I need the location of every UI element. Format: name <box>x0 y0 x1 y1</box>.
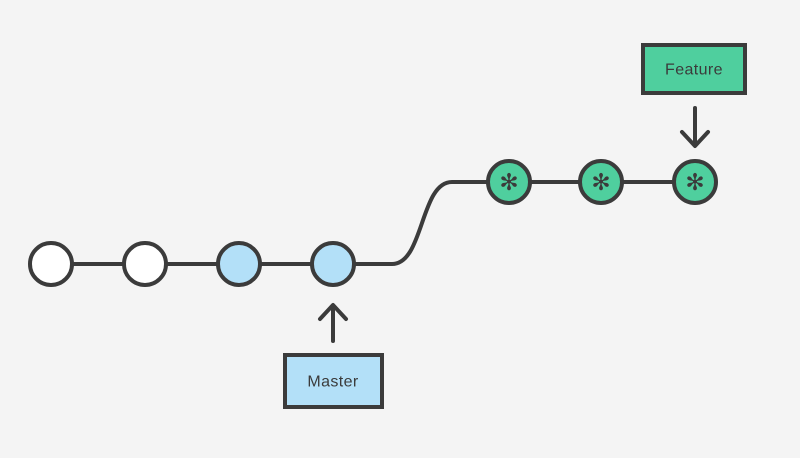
feature-branch-label[interactable]: Feature <box>641 43 747 95</box>
commit-circle <box>216 241 262 287</box>
commit-circle <box>28 241 74 287</box>
asterisk-icon: ✻ <box>499 170 518 196</box>
commit-node-c3[interactable] <box>216 241 262 287</box>
feature-pointer-arrow-down-icon <box>680 106 710 148</box>
asterisk-icon: ✻ <box>685 170 704 196</box>
feature-label-text: Feature <box>665 62 723 79</box>
commit-node-c6[interactable]: ✻ <box>578 159 624 205</box>
commit-node-c4[interactable] <box>310 241 356 287</box>
commit-circle <box>310 241 356 287</box>
commit-circle <box>672 159 718 205</box>
commit-circle <box>578 159 624 205</box>
branch-fork-curve <box>352 180 490 266</box>
master-label-text: Master <box>307 374 359 391</box>
commit-circle <box>486 159 532 205</box>
commit-circle <box>122 241 168 287</box>
master-label-box <box>283 353 384 409</box>
commit-node-c2[interactable] <box>122 241 168 287</box>
commit-node-c1[interactable] <box>28 241 74 287</box>
asterisk-icon: ✻ <box>591 170 610 196</box>
commit-node-c5[interactable]: ✻ <box>486 159 532 205</box>
commit-node-c7[interactable]: ✻ <box>672 159 718 205</box>
feature-label-box <box>641 43 747 95</box>
master-branch-label[interactable]: Master <box>283 353 384 409</box>
master-pointer-arrow-up-icon <box>318 303 348 343</box>
